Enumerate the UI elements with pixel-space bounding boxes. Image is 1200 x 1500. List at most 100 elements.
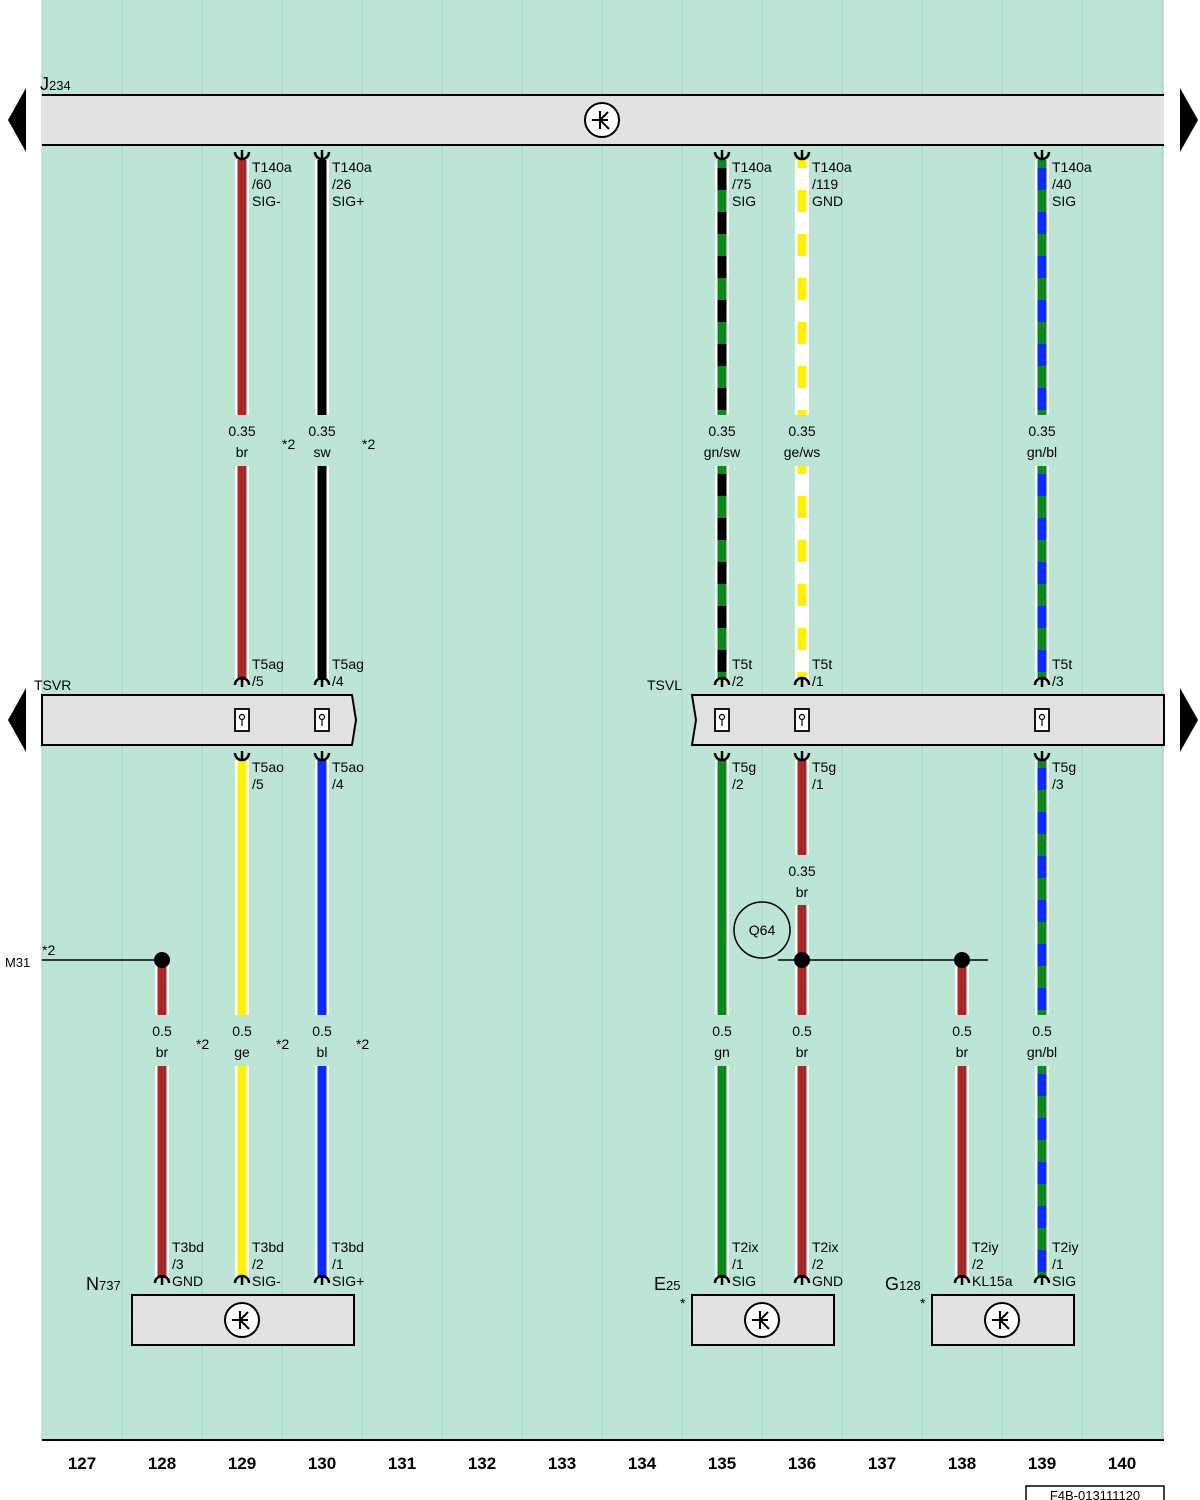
column-number: 134 — [628, 1454, 657, 1473]
doc-id: F4B-013111120 — [1050, 1488, 1140, 1500]
splice-label: Q64 — [749, 922, 776, 938]
pin-label: /5 — [252, 776, 264, 792]
wire-size: 0.5 — [312, 1023, 332, 1039]
control-unit-icon-arrow — [759, 1311, 770, 1330]
wire-note: *2 — [196, 1036, 209, 1052]
wire-color-code: br — [156, 1044, 169, 1060]
pin-label: /1 — [812, 673, 824, 689]
wire-color-code: gn/sw — [704, 444, 741, 460]
connector-label: T2iy — [972, 1239, 998, 1255]
signal-label: KL15a — [972, 1273, 1013, 1289]
column-number: 132 — [468, 1454, 496, 1473]
component-label: N737 — [86, 1274, 121, 1294]
wire-color-code: sw — [313, 444, 331, 460]
wire-note: *2 — [356, 1036, 369, 1052]
column-number: 127 — [68, 1454, 96, 1473]
column-number: 133 — [548, 1454, 576, 1473]
wire-size: 0.5 — [712, 1023, 732, 1039]
wire-color-code: gn/bl — [1027, 1044, 1057, 1060]
wire-size: 0.35 — [228, 423, 255, 439]
signal-label: SIG+ — [332, 193, 364, 209]
connector-label: T2ix — [812, 1239, 838, 1255]
bulkhead-tsvl — [690, 694, 1165, 746]
wire-size: 0.5 — [952, 1023, 972, 1039]
pin-label: /75 — [732, 176, 752, 192]
signal-label: SIG — [1052, 1273, 1076, 1289]
junction-dot — [154, 952, 170, 968]
component-sub: 737 — [99, 1278, 121, 1293]
connector-label: T5g — [812, 759, 836, 775]
column-number: 135 — [708, 1454, 736, 1473]
wire-color-code: gn — [714, 1044, 730, 1060]
signal-label: SIG — [1052, 193, 1076, 209]
continuation-arrow-right-icon — [1180, 688, 1198, 752]
pin-label: /5 — [252, 673, 264, 689]
wire-color-code: ge — [234, 1044, 250, 1060]
component-sub: 128 — [899, 1278, 921, 1293]
control-unit-icon-arrow — [239, 1311, 250, 1330]
continuation-arrow-left-icon — [8, 88, 26, 152]
connector-label: T2ix — [732, 1239, 758, 1255]
component-label: E25 — [654, 1274, 680, 1294]
components-and-bulkheads — [8, 88, 1198, 1500]
connector-label: T3bd — [172, 1239, 204, 1255]
wire-color-code: br — [236, 444, 249, 460]
component-mark: * — [920, 1295, 926, 1311]
wire-size: 0.5 — [792, 1023, 812, 1039]
pin-label: /1 — [332, 1256, 344, 1272]
pin-label: /2 — [972, 1256, 984, 1272]
component-sub: 234 — [49, 78, 71, 93]
wire-size: 0.5 — [1032, 1023, 1052, 1039]
column-number: 137 — [868, 1454, 896, 1473]
connector-label: T140a — [1052, 159, 1092, 175]
connector-label: T3bd — [332, 1239, 364, 1255]
bulkhead-label: TSVR — [34, 677, 71, 693]
signal-label: SIG- — [252, 1273, 281, 1289]
wire-color-code: gn/bl — [1027, 444, 1057, 460]
component-mark: * — [680, 1295, 686, 1311]
column-number: 130 — [308, 1454, 336, 1473]
wire-size: 0.35 — [1028, 423, 1055, 439]
wire-note: *2 — [276, 1036, 289, 1052]
connector-label: T140a — [812, 159, 852, 175]
signal-label: SIG+ — [332, 1273, 364, 1289]
connector-label: T140a — [332, 159, 372, 175]
wire-color-code: br — [956, 1044, 969, 1060]
pin-label: /4 — [332, 776, 344, 792]
junction-dot — [794, 952, 810, 968]
bulkhead-connector-icon-dot — [1038, 713, 1046, 721]
pin-label: /60 — [252, 176, 272, 192]
connector-label: T5ag — [332, 656, 364, 672]
connector-label: T5ao — [252, 759, 284, 775]
pin-label: /2 — [732, 776, 744, 792]
wire-size: 0.35 — [788, 863, 815, 879]
wire-color-code: bl — [317, 1044, 328, 1060]
pin-label: /2 — [252, 1256, 264, 1272]
pin-label: /2 — [732, 673, 744, 689]
connector-label: T3bd — [252, 1239, 284, 1255]
column-number: 128 — [148, 1454, 176, 1473]
pin-label: /26 — [332, 176, 352, 192]
connector-label: T5g — [732, 759, 756, 775]
doc-id-box — [1025, 1485, 1165, 1500]
continuation-arrow-left-icon — [8, 688, 26, 752]
pin-label: /3 — [1052, 776, 1064, 792]
connector-label: T5t — [1052, 656, 1072, 672]
connector-label: T5ao — [332, 759, 364, 775]
control-unit-icon-arrow — [599, 111, 610, 130]
continuation-arrow-right-icon — [1180, 88, 1198, 152]
connector-label: T5t — [732, 656, 752, 672]
wires — [42, 160, 1049, 1278]
wire-size: 0.35 — [708, 423, 735, 439]
pin-label: /40 — [1052, 176, 1072, 192]
connector-label: T5ag — [252, 656, 284, 672]
bulkhead-connector-icon-dot — [238, 713, 246, 721]
signal-label: GND — [812, 193, 843, 209]
wire-color-code: ge/ws — [784, 444, 821, 460]
wire-size: 0.5 — [152, 1023, 172, 1039]
control-unit-icon-arrow — [999, 1311, 1010, 1330]
pin-label: /3 — [172, 1256, 184, 1272]
column-number: 138 — [948, 1454, 976, 1473]
